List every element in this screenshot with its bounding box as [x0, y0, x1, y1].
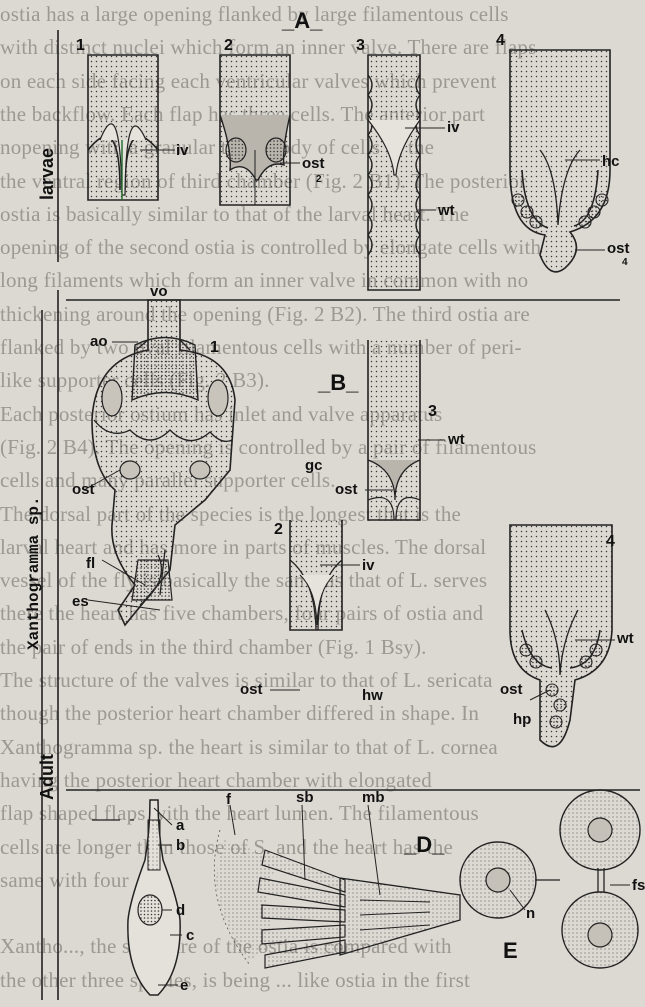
- label-fs: fs: [632, 877, 645, 894]
- label-b: b: [176, 837, 185, 854]
- larvae-label: larvae: [37, 148, 57, 200]
- label-gc: gc: [305, 457, 323, 474]
- label-d: d: [176, 902, 185, 919]
- label-ost-a4: ost: [607, 240, 630, 257]
- panel-number-a4: 4: [496, 32, 505, 49]
- label-mb: mb: [362, 789, 385, 806]
- panel-a4-drawing: [510, 50, 610, 272]
- panel-number-b2: 2: [274, 521, 283, 538]
- label-e: e: [180, 977, 188, 994]
- label-ost-a2: ost: [302, 155, 325, 172]
- label-f: f: [226, 791, 232, 808]
- panel-c-drawing: [92, 800, 182, 995]
- panel-a1-drawing: [88, 55, 175, 200]
- label-ost-b4: ost: [500, 681, 523, 698]
- label-sb: sb: [296, 789, 314, 806]
- panel-d-drawing: [214, 805, 460, 968]
- label-hw: hw: [362, 687, 383, 704]
- label-ao: ao: [90, 333, 108, 350]
- label-a: a: [176, 817, 185, 834]
- species-label: Xanthogramma sp.: [25, 496, 43, 650]
- label-wt-a3: wt: [437, 202, 455, 219]
- label-iv-b2: iv: [362, 557, 375, 574]
- label-vo: vo: [150, 283, 168, 300]
- section-label-d: _D_: [403, 832, 445, 857]
- label-ost-b1: ost: [72, 481, 95, 498]
- label-ost-a2-sub: 2: [316, 174, 322, 185]
- label-iv-a3: iv: [447, 119, 460, 136]
- adult-label: Adult: [37, 754, 57, 800]
- side-labels: Xanthogramma sp. larvae Adult: [25, 148, 57, 800]
- panel-number-a1: 1: [76, 37, 85, 54]
- panel-e-drawing: [460, 790, 640, 968]
- panel-number-b3: 3: [428, 403, 437, 420]
- label-iv-a1: iv: [176, 142, 189, 159]
- panel-number-a3: 3: [356, 37, 365, 54]
- panel-b3-drawing: [365, 340, 445, 520]
- panel-a3-drawing: [368, 55, 445, 290]
- label-wt-b3: wt: [447, 431, 465, 448]
- section-label-a: _A_: [281, 8, 323, 33]
- label-hp: hp: [513, 711, 531, 728]
- label-fl: fl: [86, 555, 95, 572]
- label-hc-a4: hc: [602, 153, 620, 170]
- label-n: n: [526, 905, 535, 922]
- label-ost-b3: ost: [335, 481, 358, 498]
- label-es: es: [72, 593, 89, 610]
- label-wt-b4: wt: [616, 630, 634, 647]
- label-c: c: [186, 927, 194, 944]
- section-label-b: _B_: [317, 370, 359, 395]
- label-ost-a4-sub: 4: [622, 257, 628, 268]
- panel-number-b4: 4: [606, 533, 615, 550]
- section-label-e: E: [503, 938, 518, 963]
- label-ost-b2: ost: [240, 681, 263, 698]
- panel-number-a2: 2: [224, 37, 233, 54]
- panel-b2-drawing: [270, 520, 360, 690]
- panel-number-b1: 1: [210, 339, 219, 356]
- panel-a2-drawing: [220, 55, 300, 205]
